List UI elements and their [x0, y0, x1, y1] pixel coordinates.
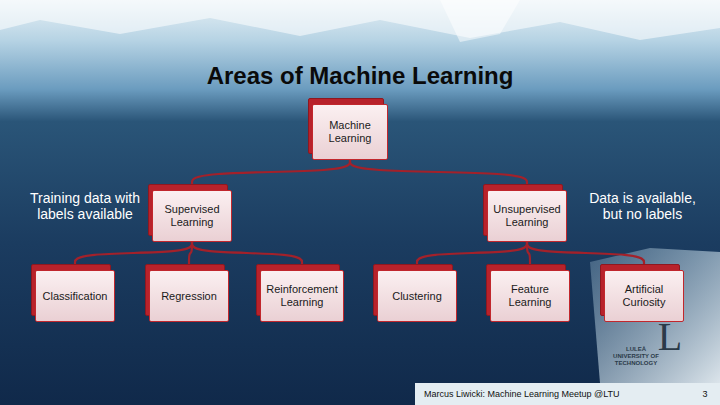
concept-box: Classification [35, 270, 115, 322]
page-number: 3 [698, 389, 712, 400]
box-label: Reinforcement Learning [266, 283, 338, 309]
ice-top [0, 0, 720, 40]
concept-box: Reinforcement Learning [260, 270, 344, 322]
concept-box: Clustering [377, 270, 457, 322]
footer-band [415, 383, 720, 405]
box-label: Feature Learning [496, 283, 564, 309]
concept-box: Unsupervised Learning [487, 190, 567, 242]
side-note: Data is available, but no labels [585, 190, 700, 222]
concept-box: Feature Learning [490, 270, 570, 322]
box-label: Supervised Learning [158, 203, 226, 229]
box-label: Machine Learning [318, 119, 382, 145]
box-label: Artificial Curiosity [610, 283, 678, 309]
concept-box: Artificial Curiosity [604, 270, 684, 322]
tree-connector [75, 242, 192, 264]
concept-box: Machine Learning [312, 104, 388, 160]
tree-connector [350, 160, 527, 184]
box-label: Unsupervised Learning [493, 203, 561, 229]
logo-text: LULEÅ UNIVERSITY OF TECHNOLOGY [612, 346, 660, 367]
tree-connector [527, 242, 644, 264]
side-note: Training data with labels available [30, 190, 140, 222]
concept-box: Supervised Learning [152, 190, 232, 242]
slide-title: Areas of Machine Learning [0, 62, 720, 90]
tree-connector [192, 242, 302, 264]
ice-cubes [590, 248, 720, 383]
box-label: Classification [41, 290, 109, 303]
ice-chunk [440, 0, 520, 42]
box-label: Regression [155, 290, 223, 303]
concept-box: Regression [149, 270, 229, 322]
tree-connector [192, 160, 350, 184]
box-label: Clustering [383, 290, 451, 303]
footer-text: Marcus Liwicki: Machine Learning Meetup … [424, 389, 664, 400]
tree-connector [417, 242, 527, 264]
logo-letter: L [650, 316, 690, 358]
